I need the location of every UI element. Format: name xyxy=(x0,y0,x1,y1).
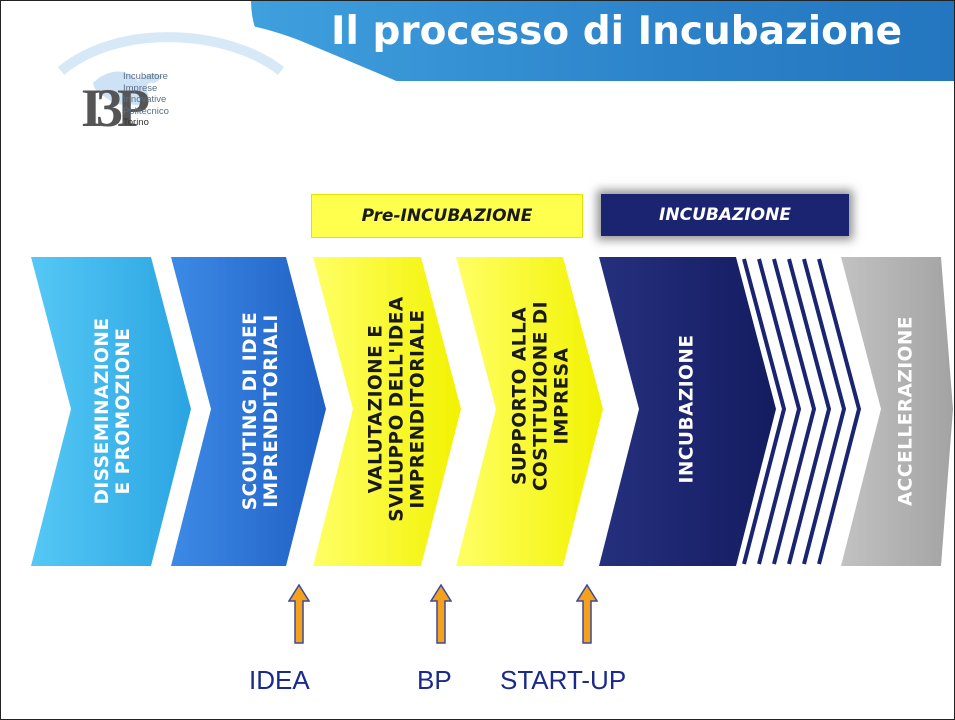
step-line: DISSEMINAZIONE xyxy=(92,317,113,505)
slide-title: Il processo di Incubazione xyxy=(331,9,903,54)
kangaroo-logo-icon xyxy=(93,71,163,106)
step-line: IMPRENDITORIALI xyxy=(261,314,282,508)
step-chevron-accellerazione xyxy=(841,257,953,566)
step-chevron-incubazione xyxy=(599,257,776,566)
step-line: IMPRESA xyxy=(551,347,573,445)
header: Il processo di Incubazione I3P Incubator… xyxy=(1,1,954,169)
idea-up-arrow-icon xyxy=(288,584,310,644)
step-line: SVILUPPO DELL'IDEA xyxy=(386,296,408,522)
milestone-idea: IDEA xyxy=(249,665,310,695)
step-chevron-disseminazione xyxy=(31,257,191,566)
bp-up-arrow-icon xyxy=(430,584,452,644)
step-label-valutazione: VALUTAZIONE E SVILUPPO DELL'IDEA IMPREND… xyxy=(366,296,429,521)
step-label-disseminazione: DISSEMINAZIONE E PROMOZIONE xyxy=(92,318,134,505)
step-line: E PROMOZIONE xyxy=(113,327,134,495)
incubazione-phase-label: INCUBAZIONE xyxy=(601,194,849,236)
startup-up-arrow-icon xyxy=(576,584,598,644)
logo-mark: I3P xyxy=(81,78,150,138)
step-line: SUPPORTO ALLA xyxy=(509,306,531,486)
logo-line: Torino xyxy=(123,117,149,128)
milestone-bp: BP xyxy=(417,665,452,695)
pre-incubazione-label: Pre-INCUBAZIONE xyxy=(311,194,583,238)
step-chevron-valutazione xyxy=(313,257,461,566)
step-line: INCUBAZIONE xyxy=(676,334,698,484)
step-line: ACCELLERAZIONE xyxy=(895,315,917,507)
logo-line: Innovative xyxy=(123,94,167,105)
header-swoosh xyxy=(1,15,954,169)
step-label-supporto: SUPPORTO ALLA COSTITUZIONE DI IMPRESA xyxy=(510,301,573,491)
step-label-incubazione: INCUBAZIONE xyxy=(677,334,698,483)
logo-text: Incubatore Imprese Innovative Politecnic… xyxy=(123,71,169,129)
step-chevron-scouting xyxy=(171,257,326,566)
step-line: VALUTAZIONE E xyxy=(365,324,387,494)
title-band xyxy=(251,1,954,81)
step-label-accellerazione: ACCELLERAZIONE xyxy=(896,316,917,506)
logo-line: Imprese xyxy=(123,82,158,94)
step-label-scouting: SCOUTING DI IDEE IMPRENDITORIALI xyxy=(240,312,282,510)
step-chevron-supporto xyxy=(456,257,603,566)
continuation-lines xyxy=(742,258,862,565)
step-line: SCOUTING DI IDEE xyxy=(240,311,261,511)
logo-line: Incubatore xyxy=(123,71,168,82)
step-line: COSTITUZIONE DI xyxy=(530,300,552,492)
step-line: IMPRENDITORIALE xyxy=(407,309,429,509)
logo-line: Politecnico xyxy=(123,105,169,117)
milestone-start-up: START-UP xyxy=(500,665,627,695)
